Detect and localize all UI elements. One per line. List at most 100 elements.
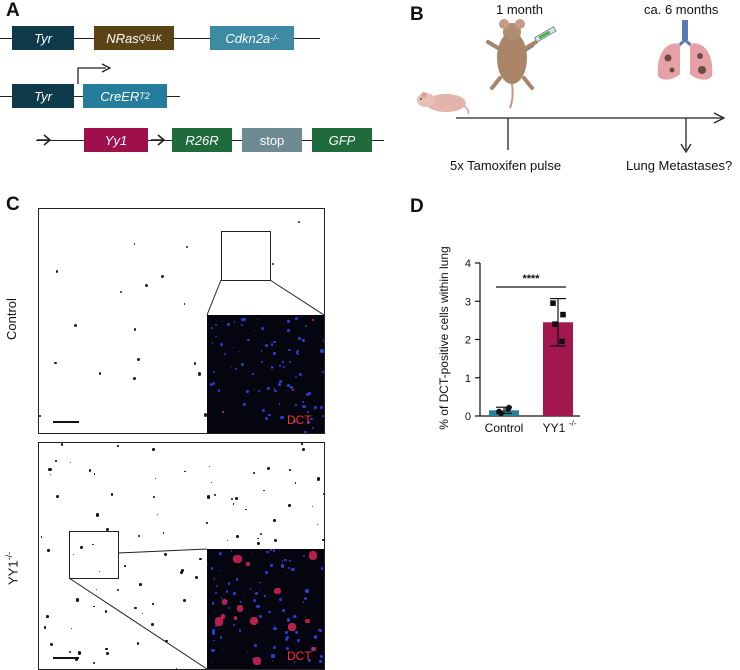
cell-speck: [270, 564, 273, 567]
cell-speck: [219, 635, 223, 639]
cell-speck: [47, 549, 50, 552]
cell-speck: [93, 605, 95, 608]
cell-speck: [273, 625, 276, 627]
cell-speck: [175, 667, 178, 669]
cell-speck: [142, 612, 144, 614]
cell-speck: [254, 389, 256, 391]
dct-positive-cell: [274, 588, 281, 595]
cell-speck: [266, 550, 269, 553]
cell-speck: [183, 470, 186, 473]
cell-speck: [209, 383, 213, 387]
cell-speck: [267, 387, 270, 391]
data-point: [505, 406, 511, 412]
cell-speck: [249, 588, 252, 590]
cell-speck: [257, 318, 259, 321]
cell-speck: [76, 598, 80, 602]
cell-speck: [286, 389, 288, 391]
cell-speck: [301, 400, 304, 404]
cell-speck: [210, 661, 212, 664]
cell-speck: [134, 606, 137, 609]
cell-speck: [136, 642, 140, 646]
cell-speck: [265, 417, 269, 421]
gene-box-r26r: R26R: [172, 128, 232, 152]
cell-speck: [312, 426, 315, 429]
cell-speck: [245, 508, 247, 511]
cell-speck: [211, 629, 216, 633]
cell-speck: [68, 650, 72, 654]
cell-speck: [72, 553, 74, 555]
cell-speck: [246, 651, 248, 653]
data-point: [498, 410, 504, 417]
cell-speck: [154, 477, 157, 479]
cell-speck: [304, 417, 306, 419]
cell-speck: [301, 447, 306, 451]
cell-speck: [307, 421, 310, 424]
cell-speck: [257, 389, 260, 393]
cell-speck: [88, 469, 92, 472]
cell-speck: [271, 654, 275, 658]
y-tick-label: 2: [465, 335, 471, 347]
timeline-axis: [456, 112, 726, 154]
cell-speck: [310, 417, 313, 421]
cell-speck: [302, 339, 305, 342]
zoom-connector-lines: [206, 279, 324, 316]
cell-speck: [152, 603, 154, 605]
cell-speck: [301, 443, 303, 445]
cell-speck: [207, 563, 209, 565]
cell-speck: [49, 642, 53, 646]
cell-speck: [70, 628, 72, 630]
cell-speck: [286, 383, 291, 387]
cell-speck: [132, 377, 136, 381]
cell-speck: [213, 578, 216, 580]
dct-positive-cell: [287, 622, 296, 631]
dct-positive-cell: [220, 614, 226, 619]
panel-letter-c: C: [6, 194, 20, 215]
cell-speck: [235, 578, 239, 582]
cell-speck: [274, 390, 277, 393]
cell-speck: [282, 609, 285, 613]
cell-speck: [240, 323, 243, 326]
micrograph-control: DCT: [38, 208, 325, 434]
cell-speck: [211, 631, 216, 636]
row-label-yy1: YY1-/-: [4, 551, 21, 585]
data-point: [559, 338, 565, 345]
cell-speck: [313, 409, 315, 411]
cell-speck: [297, 336, 301, 340]
cell-speck: [273, 366, 275, 368]
cell-speck: [56, 495, 60, 499]
cell-speck: [261, 408, 265, 412]
cell-speck: [272, 549, 275, 552]
cell-speck: [222, 648, 224, 650]
cell-speck: [104, 610, 108, 613]
cell-speck: [286, 646, 290, 650]
zoom-connector-lines: [68, 548, 208, 669]
cell-speck: [239, 350, 241, 353]
cell-speck: [298, 373, 302, 377]
cell-speck: [288, 360, 292, 364]
cell-speck: [278, 380, 283, 384]
cell-speck: [137, 357, 141, 362]
cell-speck: [252, 373, 254, 375]
cell-speck: [139, 583, 142, 587]
cell-speck: [260, 350, 263, 352]
cell-speck: [282, 360, 285, 363]
loxp-arrow-icon: [37, 134, 52, 146]
cell-speck: [227, 322, 230, 326]
cell-speck: [247, 338, 250, 342]
cell-speck: [220, 343, 223, 346]
cell-speck: [286, 573, 288, 575]
cell-speck: [138, 534, 141, 538]
cell-speck: [256, 541, 260, 545]
dct-positive-cell: [312, 647, 316, 651]
cell-speck: [259, 532, 262, 535]
cell-speck: [295, 616, 297, 618]
significance-label: ****: [522, 273, 540, 285]
cell-speck: [290, 386, 294, 390]
cell-speck: [259, 615, 263, 618]
cell-speck: [250, 552, 252, 554]
cell-speck: [162, 532, 165, 534]
cell-speck: [39, 415, 41, 417]
cell-speck: [60, 443, 64, 446]
cell-speck: [223, 353, 226, 356]
